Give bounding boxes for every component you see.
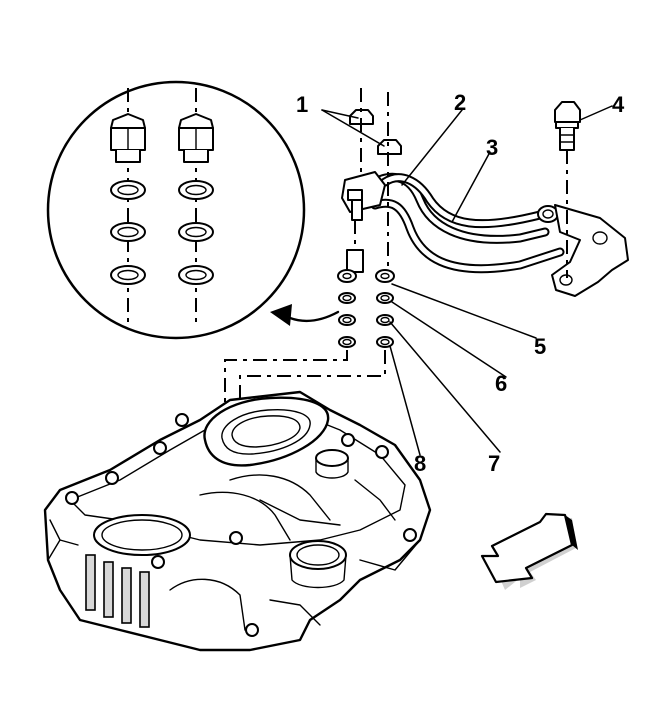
detail-magnifier-circle — [46, 80, 306, 340]
detail-nut-right — [178, 113, 214, 163]
callout-5: 5 — [534, 334, 546, 359]
callout-8: 8 — [414, 451, 426, 476]
front-direction-arrow — [480, 512, 578, 590]
callout-leaders — [321, 105, 613, 456]
detail-pointer-arrow — [270, 304, 340, 326]
callout-4: 4 — [612, 92, 625, 117]
bracket-bolt — [554, 101, 581, 278]
seal-stack-left — [337, 220, 364, 348]
detail-orings-left — [110, 180, 146, 285]
callout-1: 1 — [296, 92, 308, 117]
callout-2: 2 — [454, 90, 466, 115]
fuel-pipe-assembly — [341, 171, 629, 297]
callout-3: 3 — [486, 135, 498, 160]
detail-orings-right — [178, 180, 214, 285]
fitting-nuts — [349, 88, 402, 270]
intake-manifold — [43, 390, 432, 652]
detail-nut-left — [110, 113, 146, 163]
seal-stack-right — [375, 269, 395, 348]
callout-7: 7 — [488, 451, 500, 476]
callout-6: 6 — [495, 371, 507, 396]
callout-labels: 1 2 3 4 5 6 7 8 — [296, 90, 625, 476]
manifold-front-slots — [85, 554, 150, 628]
